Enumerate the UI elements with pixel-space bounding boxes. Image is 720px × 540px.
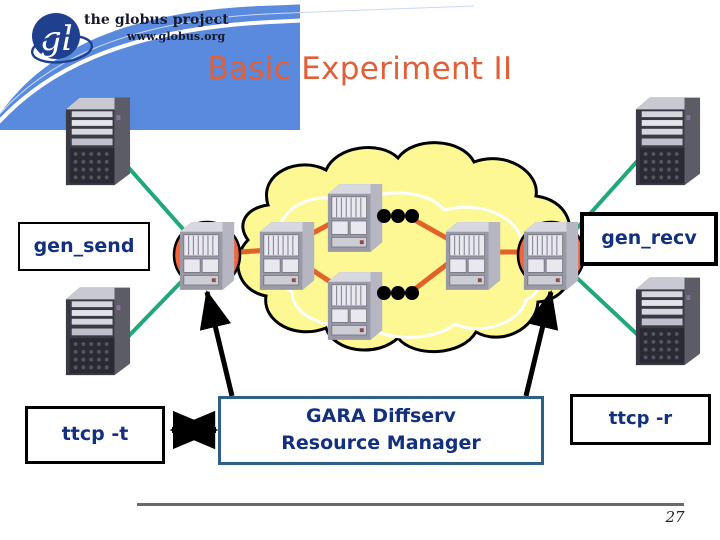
label-ttcp-t: ttcp -t: [25, 406, 165, 464]
router-core-right-icon: [445, 221, 501, 291]
gara-line-2: Resource Manager: [281, 432, 481, 454]
link-ellipsis-lower-to-core-right: [409, 260, 452, 294]
footer-divider: [137, 503, 684, 506]
logo: gl the globus project www.globus.org: [22, 8, 252, 66]
page-number: 27: [665, 508, 685, 526]
router-core-bottom-icon: [327, 271, 383, 341]
router-core-top-icon: [327, 183, 383, 253]
label-ttcp-r: ttcp -r: [570, 394, 711, 445]
globus-mark-icon: gl: [30, 13, 94, 64]
gara-line-1: GARA Diffserv: [306, 405, 456, 428]
host-top-left-icon: [65, 97, 131, 186]
arrow-gara-to-edge-left: [199, 290, 235, 397]
ellipsis-lower-path: [377, 286, 419, 300]
link-ellipsis-upper-to-core-right: [409, 215, 452, 243]
ellipsis-upper-path: [377, 209, 419, 223]
label-gara-resource-manager: GARA Diffserv Resource Manager: [218, 396, 544, 465]
router-core-left-icon: [259, 221, 315, 291]
network-diagram: [65, 97, 701, 450]
host-bottom-right-icon: [635, 277, 701, 366]
host-top-right-icon: [635, 97, 701, 186]
logo-url: www.globus.org: [127, 30, 226, 43]
router-edge-left-icon: [179, 221, 235, 291]
router-edge-right-icon: [523, 221, 579, 291]
label-gen-recv: gen_recv: [580, 212, 718, 266]
label-gen-send: gen_send: [18, 222, 150, 271]
logo-title: the globus project: [84, 12, 229, 28]
host-bottom-left-icon: [65, 287, 131, 376]
arrow-gara-to-edge-right: [523, 290, 559, 397]
page-title: Basic Experiment II: [207, 51, 513, 87]
